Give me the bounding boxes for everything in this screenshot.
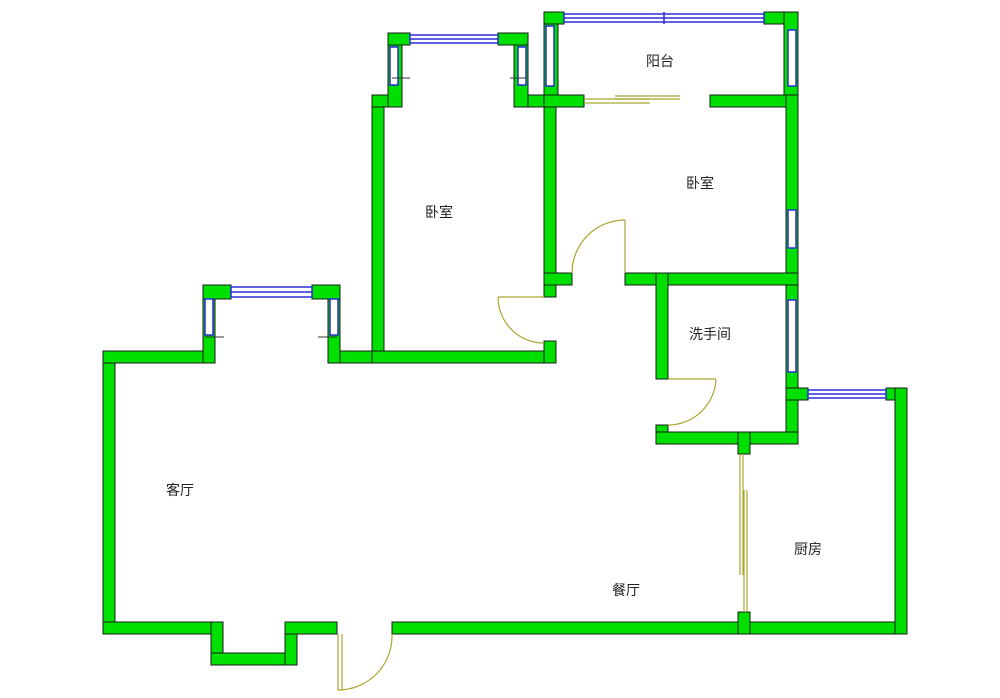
door-washroom-swing — [667, 378, 717, 426]
wall-bottom-notch-bottom — [210, 652, 298, 666]
wall-bedroom-bottom — [371, 350, 557, 364]
wall-bottom-mid — [284, 621, 338, 635]
wall-kitchen-top-left — [785, 387, 809, 401]
door-bedroom2-swing — [571, 219, 626, 274]
wall-bedroom-bay-top-l — [387, 32, 411, 46]
wall-bottom-right — [391, 621, 908, 635]
wall-top-living-left — [102, 350, 214, 364]
window-bedroom-right — [517, 46, 527, 86]
window-bedroom2-right — [787, 209, 797, 249]
window-balcony-right — [787, 29, 797, 87]
label-bedroom-left: 卧室 — [425, 204, 453, 221]
wall-balcony-bottom-right — [709, 94, 799, 108]
door-entrance-swing — [337, 633, 393, 691]
window-balcony-left — [545, 25, 555, 87]
wall-kitchen-left-top — [737, 431, 751, 455]
wall-bedroom-left — [371, 94, 385, 364]
wall-bedroom-right-top — [543, 94, 557, 298]
window-markers — [205, 77, 526, 338]
wall-bedroom-right-bottom — [543, 340, 557, 364]
door-bedroom-swing — [497, 296, 545, 344]
wall-washroom-left-top — [655, 272, 669, 380]
wall-kitchen-right — [894, 387, 908, 635]
wall-bedroom2-bottom — [624, 272, 799, 286]
wall-left — [102, 350, 116, 633]
label-kitchen: 厨房 — [794, 542, 822, 558]
doors — [337, 95, 748, 691]
wall-bedroom-bay-top-r — [497, 32, 529, 46]
wall-balcony-top-left — [543, 11, 565, 25]
wall-kitchen-left-bottom — [737, 611, 751, 635]
window-living-right — [329, 298, 339, 336]
wall-bedroom2-bottom-left — [543, 272, 573, 286]
wall-bottom-left — [102, 621, 224, 635]
label-living-room: 客厅 — [166, 482, 194, 499]
wall-living-bay-top-r — [311, 284, 341, 300]
wall-washroom-bottom — [655, 431, 799, 445]
label-bedroom-right: 卧室 — [686, 175, 714, 192]
wall-balcony-bottom-left — [543, 94, 585, 108]
room-labels: 阳台 卧室 卧室 洗手间 客厅 餐厅 厨房 — [166, 54, 822, 599]
window-living-left — [204, 298, 214, 336]
wall-living-bay-top-l — [202, 284, 232, 300]
label-balcony: 阳台 — [646, 54, 674, 70]
window-washroom — [787, 299, 797, 373]
walls — [102, 11, 908, 666]
windows — [204, 12, 887, 399]
label-dining-room: 餐厅 — [612, 583, 640, 599]
window-bedroom-left — [389, 46, 399, 86]
label-washroom: 洗手间 — [689, 327, 731, 343]
